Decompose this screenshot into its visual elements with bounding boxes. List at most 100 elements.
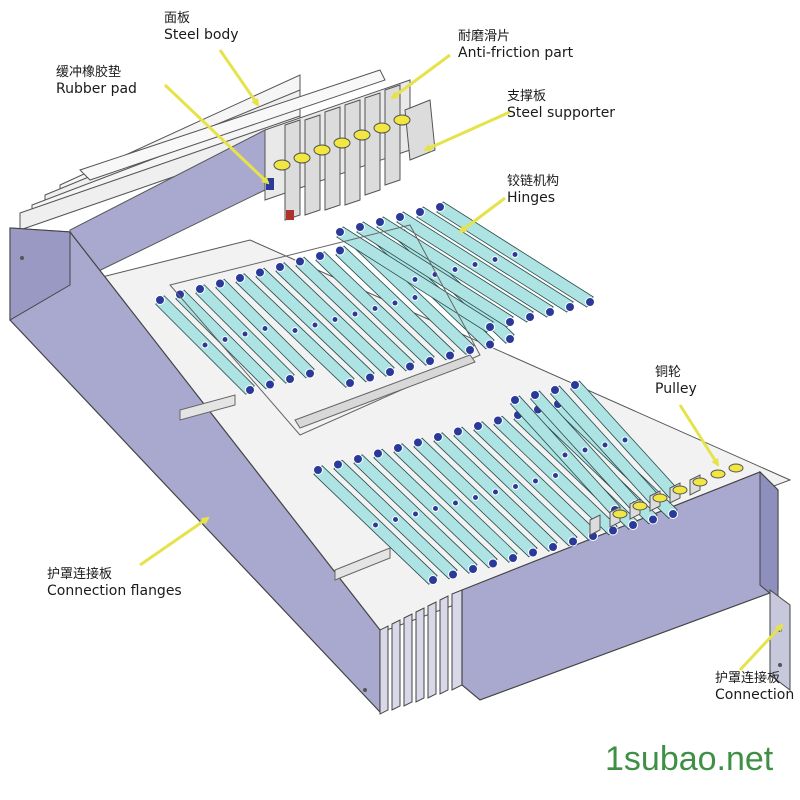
hinge-bolt: [492, 488, 499, 496]
label-pulley: 铜轮 Pulley: [655, 365, 697, 397]
hinge-bolt: [375, 217, 385, 227]
hinge-bolt: [333, 459, 343, 470]
label-steel-body-en: Steel body: [164, 26, 239, 43]
label-rubber-pad: 缓冲橡胶垫 Rubber pad: [56, 65, 137, 97]
hinge-bolt: [505, 317, 515, 327]
hinge-bolt: [621, 436, 629, 444]
arrow-anti-friction: [390, 53, 451, 100]
hinge-bolt: [221, 336, 229, 343]
label-connection-flanges: 护罩连接板 Connection flanges: [47, 567, 182, 599]
lower-pulleys: [612, 463, 744, 519]
hinge-bolt: [510, 395, 520, 405]
hinge-bolt: [465, 345, 475, 355]
hinge-bolt: [411, 276, 419, 283]
label-rubber-pad-cn: 缓冲橡胶垫: [56, 65, 122, 80]
hinge-bolt: [545, 307, 555, 317]
hinge-bolt: [445, 350, 455, 361]
hinge-bolt: [552, 472, 559, 479]
hinge-bolt: [371, 305, 379, 312]
watermark: 1subao.net: [605, 740, 774, 778]
hinge-bolt: [331, 316, 339, 323]
arrow-steel-body: [218, 49, 260, 107]
hinge-bolt: [452, 499, 459, 507]
hinge-bolt: [548, 542, 558, 552]
hinge-bolt: [355, 222, 365, 232]
callout-arrows: [139, 49, 784, 672]
hinge-bolt: [505, 334, 515, 344]
label-hinges: 铰链机构 Hinges: [507, 174, 559, 206]
label-connection-right-cn: 护罩连接板: [715, 671, 781, 686]
hinge-bolt: [435, 202, 445, 212]
hinge-bolt: [392, 516, 399, 523]
hinge-bolt: [373, 448, 383, 459]
hinge-bolt: [285, 374, 295, 384]
hinge-bolt: [315, 251, 325, 261]
hinge-bolt: [411, 294, 419, 301]
hinge-bolt: [488, 558, 498, 569]
hinge-bolt: [241, 330, 249, 338]
hinge-bolt: [585, 297, 595, 307]
hinge-bolt: [432, 505, 439, 512]
hinge-bolt: [215, 278, 225, 289]
hinge-bolt: [351, 310, 359, 318]
hinge-bolt: [428, 575, 438, 585]
hinge-bolt: [425, 356, 435, 366]
hinge-bolt: [395, 212, 405, 222]
hinge-bolt: [413, 437, 423, 448]
hinge-bolt: [485, 339, 495, 350]
hinge-bolt: [385, 367, 395, 377]
front-fold-plates: [379, 589, 463, 715]
hinge-bolt: [508, 553, 518, 563]
hinge-bolt: [275, 262, 285, 272]
hinge-bolt: [335, 227, 345, 237]
hinge-bolt: [305, 368, 315, 379]
hinge-bolt: [405, 361, 415, 372]
label-anti-friction-cn: 耐磨滑片: [458, 29, 511, 44]
label-pulley-en: Pulley: [655, 380, 697, 397]
hinge-bolt: [530, 390, 540, 400]
hinge-bolt: [493, 415, 503, 426]
hinge-bolt: [491, 256, 499, 263]
hinge-bolt: [453, 426, 463, 437]
arrow-connection-flanges: [139, 516, 210, 567]
hinge-bolt: [512, 483, 519, 490]
hinge-bolt: [472, 494, 479, 501]
hinge-bolt: [568, 536, 578, 547]
hinge-bolt: [473, 421, 483, 431]
arrow-connection-right: [738, 623, 784, 672]
arrow-steel-supporter: [423, 110, 511, 152]
upper-pulleys: [273, 114, 411, 171]
hinge-bolt: [291, 327, 299, 334]
hinge-bolt: [175, 289, 185, 300]
hinge-bolt: [412, 510, 419, 518]
hinge-bolt: [561, 451, 569, 459]
label-steel-body-cn: 面板: [164, 11, 191, 26]
hinge-bolt: [393, 443, 403, 453]
hinge-bolt: [471, 261, 479, 268]
hinge-bolt: [265, 379, 275, 390]
hinge-bolt: [532, 477, 539, 485]
hinge-bolt: [295, 256, 305, 267]
label-steel-body: 面板 Steel body: [164, 11, 239, 43]
hinge-bolt: [235, 273, 245, 283]
upper-hinge-group: [155, 201, 595, 395]
arrow-hinges: [458, 196, 506, 234]
label-connection-flanges-cn: 护罩连接板: [47, 567, 113, 582]
label-steel-supporter-cn: 支撑板: [507, 89, 547, 104]
label-pulley-cn: 铜轮: [655, 365, 682, 380]
label-connection-right-en: Connection: [715, 686, 795, 703]
hinge-bolt: [528, 547, 538, 558]
hinge-bolt: [451, 266, 459, 273]
hinge-bolt: [201, 341, 209, 349]
hinge-bolt: [345, 378, 355, 388]
hinge-bolt: [433, 432, 443, 442]
steel-body-stack: [19, 69, 386, 231]
hinge-bolt: [468, 564, 478, 574]
hinge-bolt: [372, 521, 379, 529]
hinge-bolt: [415, 207, 425, 217]
hinge-bolt: [581, 446, 589, 454]
arrow-rubber-pad: [163, 83, 270, 185]
label-steel-supporter: 支撑板 Steel supporter: [507, 89, 615, 121]
hinge-bolt: [525, 312, 535, 322]
